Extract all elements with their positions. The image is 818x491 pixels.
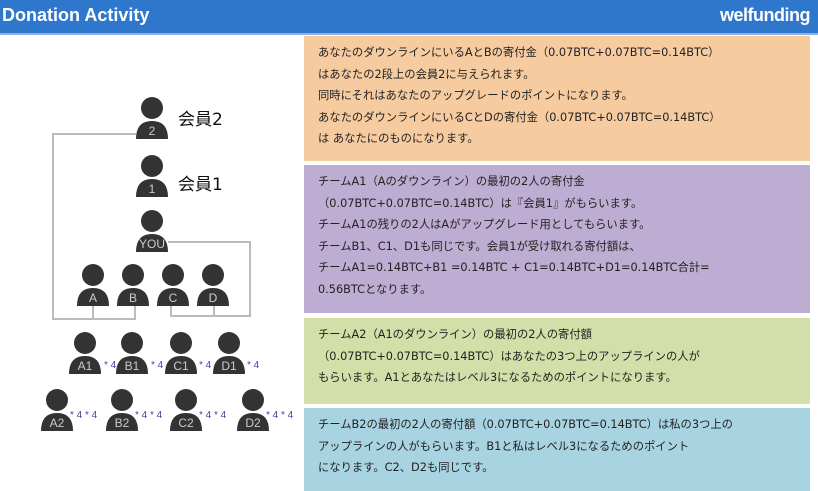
brand-logo: welfunding (720, 5, 810, 25)
text-line: アップラインの人がもらいます。B1と私はレベル3になるためのポイント (318, 439, 690, 453)
connector-line (92, 300, 94, 319)
connector-line (213, 300, 215, 316)
text-line: チームB2の最初の2人の寄付額（0.07BTC+0.07BTC=0.14BTC）… (318, 418, 733, 431)
explanation-box-team-a2: チームA2（A1のダウンライン）の最初の2人の寄付額 （0.07BTC+0.07… (304, 318, 810, 404)
text-line: 0.56BTCとなります。 (318, 282, 432, 296)
multiplier-label: * 4 (247, 360, 260, 371)
text-line: になります。C2、D2も同じです。 (318, 461, 494, 474)
person-icon-d: D (194, 262, 232, 306)
multiplier-label: * 4 * 4 (266, 410, 294, 421)
person-icon-c1: C1 (162, 330, 200, 374)
person-icon-a: A (74, 262, 112, 306)
text-line: チームA1（Aのダウンライン）の最初の2人の寄付金 (318, 175, 585, 188)
text-line: は あなたにのものになります。 (318, 132, 479, 145)
rank-label-member2: 会員2 (178, 110, 223, 130)
text-line: チームB1、C1、D1も同じです。会員1が受け取れる寄付額は、 (318, 239, 641, 253)
header-bar: Donation Activity welfunding (0, 0, 818, 35)
text-line: チームA1の残りの2人はAがアップグレード用としてもらいます。 (318, 218, 651, 231)
connector-line (52, 133, 54, 319)
person-icon-c: C (154, 262, 192, 306)
person-icon-member1: 1 (133, 153, 171, 197)
person-icon-b2: B2 (103, 387, 141, 431)
multiplier-label: * 4 * 4 (135, 410, 163, 421)
rank-label-member1: 会員1 (178, 175, 223, 195)
connector-line (52, 133, 136, 135)
connector-line (170, 315, 250, 317)
person-icon-a1: A1 (66, 330, 104, 374)
connector-line (168, 241, 250, 243)
person-icon-a2: A2 (38, 387, 76, 431)
multiplier-label: * 4 * 4 (199, 410, 227, 421)
person-icon-b: B (114, 262, 152, 306)
explanation-box-team-a1: チームA1（Aのダウンライン）の最初の2人の寄付金 （0.07BTC+0.07B… (304, 165, 810, 313)
text-line: あなたのダウンラインにいるCとDの寄付金（0.07BTC+0.07BTC=0.1… (318, 110, 721, 124)
person-icon-b1: B1 (113, 330, 151, 374)
text-line: はあなたの2段上の会員2に与えられます。 (318, 67, 535, 81)
page-title: Donation Activity (2, 5, 150, 25)
multiplier-label: * 4 (104, 360, 117, 371)
text-line: 同時にそれはあなたのアップグレードのポイントになります。 (318, 89, 633, 102)
person-icon-member2: 2 (133, 95, 171, 139)
text-line: （0.07BTC+0.07BTC=0.14BTC）はあなたの3つ上のアップライン… (318, 349, 700, 363)
person-icon-d1: D1 (210, 330, 248, 374)
multiplier-label: * 4 (151, 360, 164, 371)
explanation-box-team-b2: チームB2の最初の2人の寄付額（0.07BTC+0.07BTC=0.14BTC）… (304, 408, 810, 491)
text-line: チームA2（A1のダウンライン）の最初の2人の寄付額 (318, 328, 592, 341)
connector-line (249, 241, 251, 317)
connector-line (52, 318, 136, 320)
connector-line (134, 300, 136, 319)
person-icon-c2: C2 (167, 387, 205, 431)
multiplier-label: * 4 (199, 360, 212, 371)
connector-line (170, 300, 172, 316)
person-icon-you: YOU (133, 208, 171, 252)
explanation-box-member2: あなたのダウンラインにいるAとBの寄付金（0.07BTC+0.07BTC=0.1… (304, 36, 810, 161)
person-icon-d2: D2 (234, 387, 272, 431)
text-line: あなたのダウンラインにいるAとBの寄付金（0.07BTC+0.07BTC=0.1… (318, 46, 720, 59)
text-line: チームA1=0.14BTC+B1 =0.14BTC + C1=0.14BTC+D… (318, 261, 710, 274)
text-line: （0.07BTC+0.07BTC=0.14BTC）は『会員1』がもらいます。 (318, 196, 643, 210)
multiplier-label: * 4 * 4 (70, 410, 98, 421)
text-line: もらいます。A1とあなたはレベル3になるためのポイントになります。 (318, 371, 677, 384)
